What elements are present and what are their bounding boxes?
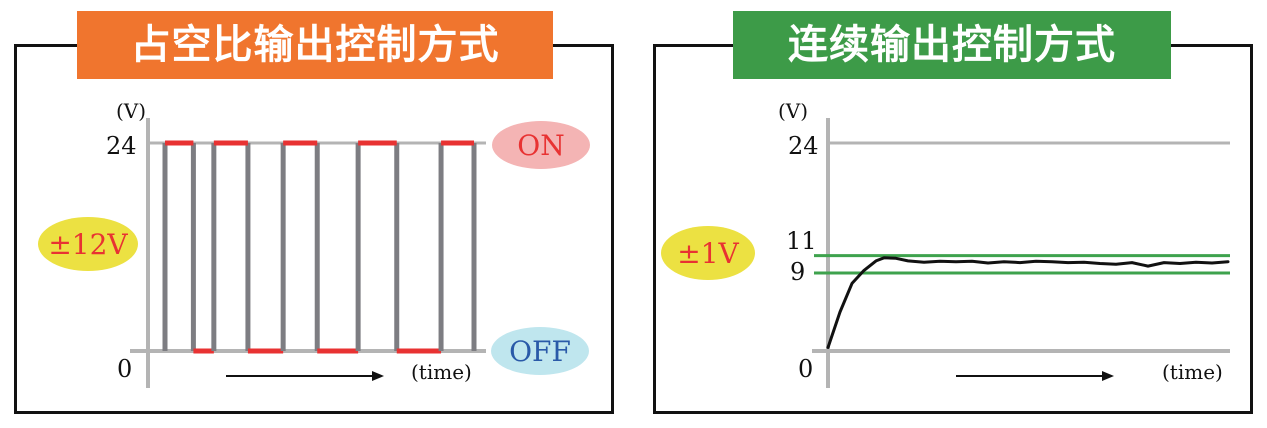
tolerance-label-right: ±1V bbox=[677, 237, 739, 270]
tolerance-badge-right bbox=[661, 226, 755, 280]
duty-cycle-plot bbox=[130, 118, 486, 388]
left-x-unit: (time) bbox=[411, 360, 472, 384]
left-y-unit: (V) bbox=[116, 99, 146, 123]
time-arrow-head-right bbox=[1102, 371, 1114, 381]
duty-cycle-title: 占空比输出控制方式 bbox=[77, 11, 553, 79]
tolerance-label-left: ±12V bbox=[48, 228, 128, 261]
right-x-unit: (time) bbox=[1162, 360, 1223, 384]
left-y-zero-label: 0 bbox=[117, 355, 132, 383]
on-badge bbox=[492, 121, 590, 169]
continuous-plot bbox=[812, 118, 1230, 388]
right-y-unit: (V) bbox=[778, 99, 808, 123]
output-voltage-curve bbox=[826, 256, 1230, 349]
off-label: OFF bbox=[509, 335, 571, 368]
right-y-top-label: 24 bbox=[788, 132, 819, 160]
tolerance-badge-left bbox=[38, 217, 138, 271]
right-y-lower-label: 9 bbox=[790, 258, 805, 286]
time-arrow-head bbox=[372, 371, 384, 381]
continuous-title: 连续输出控制方式 bbox=[733, 11, 1171, 79]
off-badge bbox=[491, 327, 589, 375]
right-y-upper-label: 11 bbox=[786, 227, 817, 255]
left-y-top-label: 24 bbox=[106, 132, 137, 160]
on-label: ON bbox=[517, 129, 564, 162]
right-y-zero-label: 0 bbox=[798, 355, 813, 383]
